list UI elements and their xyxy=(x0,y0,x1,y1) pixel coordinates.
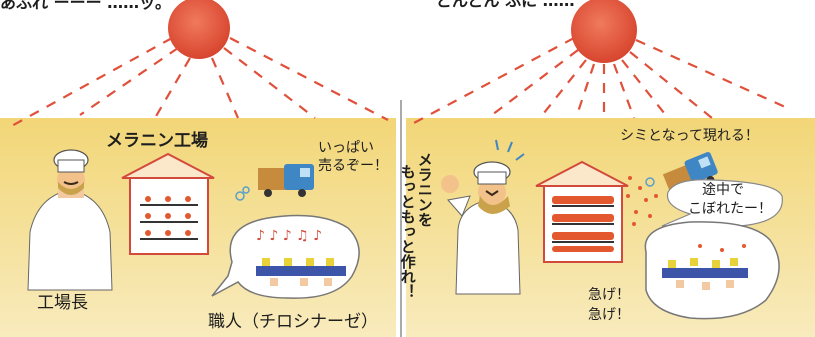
factory-title: メラニン工場 xyxy=(106,131,208,151)
hurry-caption-line1: 急げ！ xyxy=(588,287,630,303)
shout-line-2: もっともっと作れ！ xyxy=(398,164,417,299)
spill-callout-bubble xyxy=(661,179,783,227)
truck-speech-line2: 売るぞー！ xyxy=(318,158,388,174)
melanin-factory-right xyxy=(535,160,658,263)
truck-speech-line1: いっぱい xyxy=(318,140,374,156)
worker-bubble-right xyxy=(644,221,780,320)
spill-caption-line2: こぼれたー！ xyxy=(688,201,772,217)
hurry-caption-line2: 急げ！ xyxy=(588,307,630,323)
sun-rays-left xyxy=(7,37,389,129)
worker-label: 職人（チロシナーゼ） xyxy=(208,312,378,332)
manager-label: 工場長 xyxy=(37,293,88,313)
spot-caption: シミとなって現れる！ xyxy=(620,128,759,144)
music-notes-icon: ♪ ♪ ♪ ♫ ♪ xyxy=(256,228,323,244)
factory-manager-figure xyxy=(27,149,113,291)
melanin-factory-left xyxy=(121,152,215,255)
top-caption-left: あふれ ーーー ……ッ。 xyxy=(0,0,171,12)
worker-bubble-left xyxy=(211,214,360,299)
spill-caption-line1: 途中で xyxy=(702,182,744,198)
sun-right-icon xyxy=(571,0,637,63)
sun-rays-right xyxy=(411,37,793,125)
factory-manager-shouting xyxy=(441,139,525,295)
delivery-truck-left-icon xyxy=(235,164,314,201)
shout-line-1: メラニンを xyxy=(415,152,434,227)
sun-left-icon xyxy=(168,0,230,59)
top-caption-right: どんどん ふに …… xyxy=(436,0,575,10)
